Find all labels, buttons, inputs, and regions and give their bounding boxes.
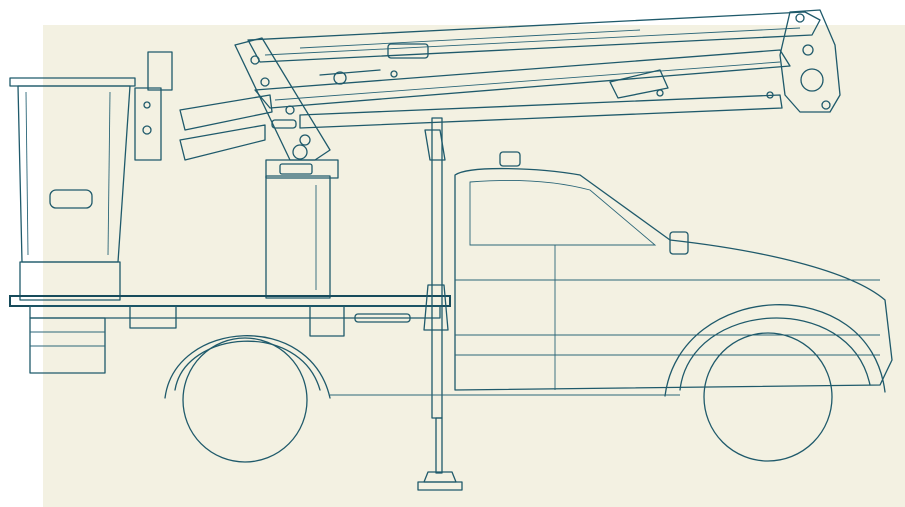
work-basket <box>9 51 173 301</box>
front-wheel <box>703 332 833 462</box>
turret-column <box>265 144 339 299</box>
outrigger-leg <box>417 117 463 491</box>
rear-wheel <box>182 337 308 463</box>
truck-cab <box>454 151 893 397</box>
background-panel <box>43 25 905 507</box>
chassis-bed <box>9 295 451 399</box>
boom-assembly <box>179 9 841 161</box>
